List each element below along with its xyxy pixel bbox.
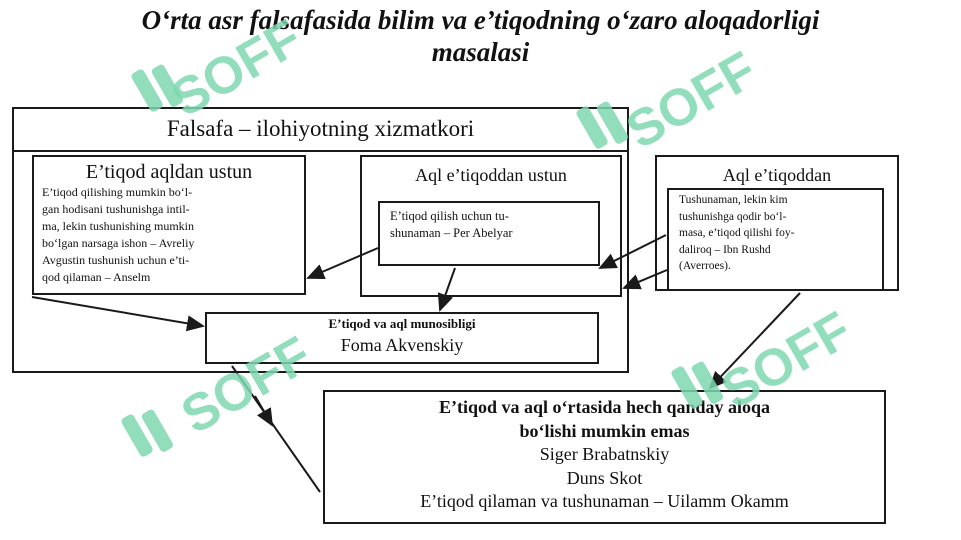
- right-group-heading: Aql e’tiqoddan: [722, 165, 832, 185]
- title-line-2: masalasi: [431, 37, 530, 67]
- diagram-title: O‘rta asr falsafasida bilim va e’tiqodni…: [0, 4, 961, 68]
- middle-inner-text: E’tiqod qilish uchun tu- shunaman – Per …: [390, 208, 594, 242]
- bottom-line-2: bo‘lishi mumkin emas: [519, 420, 690, 441]
- outer-frame: [12, 107, 629, 373]
- middle-line: E’tiqod qilish uchun tu-: [390, 209, 509, 223]
- center-line-2: Foma Akvenskiy: [340, 335, 464, 355]
- left-line: Avgustin tushunish uchun e’ti-: [42, 253, 190, 267]
- watermark-logo-icon: [131, 64, 183, 112]
- left-box-heading: E’tiqod aqldan ustun: [85, 161, 253, 183]
- left-line: E’tiqod qilishing mumkin bo‘l-: [42, 185, 193, 199]
- bottom-box-text: E’tiqod va aql o‘rtasida hech qanday alo…: [323, 396, 886, 514]
- middle-group-box: [360, 155, 622, 297]
- arrow-left-to-center: [31, 296, 205, 332]
- bottom-line-3: Siger Brabatnskiy: [539, 444, 670, 464]
- bottom-line-1: E’tiqod va aql o‘rtasida hech qanday alo…: [438, 397, 771, 417]
- middle-inner-box: [378, 201, 600, 266]
- left-box: [32, 155, 306, 295]
- left-line: gan hodisani tushunishga intil-: [42, 202, 190, 216]
- bottom-line-5: E’tiqod qilaman va tushunaman – Uilamm O…: [420, 491, 789, 511]
- left-line: bo‘lgan narsaga ishon – Avreliy: [42, 236, 195, 250]
- title-line-1: O‘rta asr falsafasida bilim va e’tiqodni…: [141, 5, 820, 35]
- arrow-middle-to-left: [306, 247, 379, 280]
- arrow-middle-to-center: [437, 267, 456, 312]
- watermark-text: SOFF: [172, 326, 321, 446]
- bottom-box: [323, 390, 886, 524]
- center-line-1: E’tiqod va aql munosibligi: [328, 316, 476, 331]
- watermark-text: SOFF: [617, 41, 766, 161]
- left-line: ma, lekin tushunishing mumkin: [42, 219, 194, 233]
- watermark-text: SOFF: [712, 301, 861, 421]
- left-line: qod qilaman – Anselm: [42, 270, 151, 284]
- center-box-text: E’tiqod va aql munosibligi Foma Akvenski…: [205, 315, 599, 357]
- outer-heading-divider: [12, 150, 629, 152]
- right-line: masa, e’tiqod qilishi foy-: [679, 227, 795, 239]
- right-inner-box: [667, 188, 884, 291]
- outer-heading: Falsafa – ilohiyotning xizmatkori: [166, 116, 475, 141]
- right-line: tushunishga qodir bo‘l-: [679, 210, 787, 223]
- center-box: [205, 312, 599, 364]
- right-line: (Averroes).: [679, 260, 731, 272]
- right-line: daliroq – Ibn Rushd: [679, 243, 771, 256]
- watermark-text: SOFF: [162, 9, 311, 129]
- right-inner-text: Tushunaman, lekin kim tushunishga qodir …: [679, 192, 879, 275]
- right-line: Tushunaman, lekin kim: [679, 194, 788, 206]
- middle-group-heading: Aql e’tiqoddan ustun: [415, 165, 567, 185]
- arrow-right-to-bottom: [708, 292, 801, 390]
- bottom-line-4: Duns Skot: [566, 467, 643, 488]
- arrow-center-to-bottom-head: [254, 395, 274, 427]
- left-box-text: E’tiqod qilishing mumkin bo‘l- gan hodis…: [42, 184, 300, 286]
- arrow-right-to-middle: [598, 234, 667, 269]
- watermark-logo-icon: [121, 409, 173, 457]
- watermark-logo-icon: [671, 361, 723, 409]
- arrow-right-to-middlegroup: [622, 269, 668, 290]
- middle-line: shunaman – Per Abelyar: [390, 226, 513, 240]
- watermark-logo-icon: [576, 101, 628, 149]
- arrow-center-to-bottom: [231, 365, 321, 493]
